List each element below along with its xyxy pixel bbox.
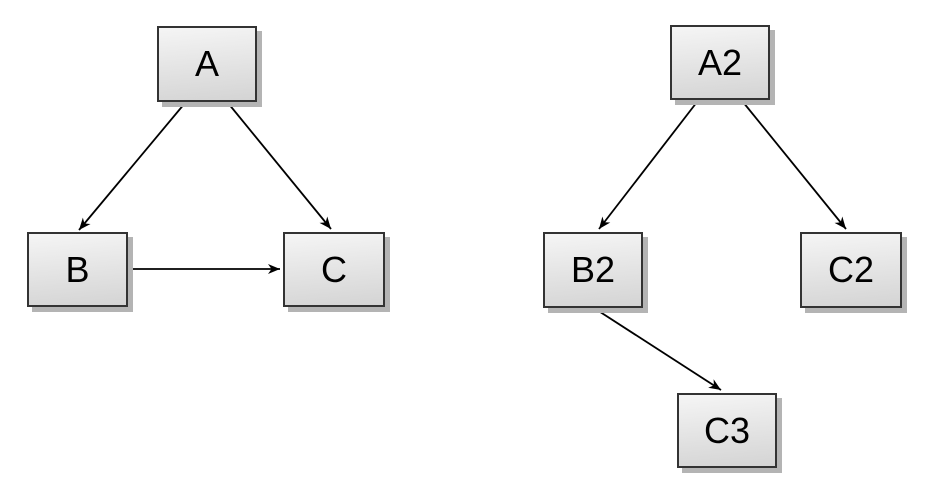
node-label-C2: C2 <box>827 249 875 290</box>
node-label-B2: B2 <box>570 249 616 290</box>
node-A[interactable]: A <box>157 26 257 102</box>
node-label-C: C <box>321 248 347 290</box>
edge-B2-C3-arrow[interactable] <box>593 307 722 391</box>
node-C[interactable]: C <box>283 232 385 307</box>
node-C3[interactable]: C3 <box>677 393 777 468</box>
edge-A-C-arrow[interactable] <box>227 102 332 230</box>
node-label-C3: C3 <box>703 409 751 451</box>
edge-A-B-arrow[interactable] <box>78 102 186 231</box>
edge-A2-C2-arrow[interactable] <box>742 101 847 230</box>
node-label-B: B <box>65 248 90 290</box>
node-label-A2: A2 <box>697 41 743 83</box>
node-B[interactable]: B <box>27 232 128 307</box>
node-B2[interactable]: B2 <box>543 232 643 308</box>
node-label-A: A <box>194 43 219 84</box>
node-A2[interactable]: A2 <box>670 25 770 100</box>
edge-A2-B2-arrow[interactable] <box>598 101 698 230</box>
node-C2[interactable]: C2 <box>800 232 902 308</box>
edge-group <box>78 101 847 391</box>
